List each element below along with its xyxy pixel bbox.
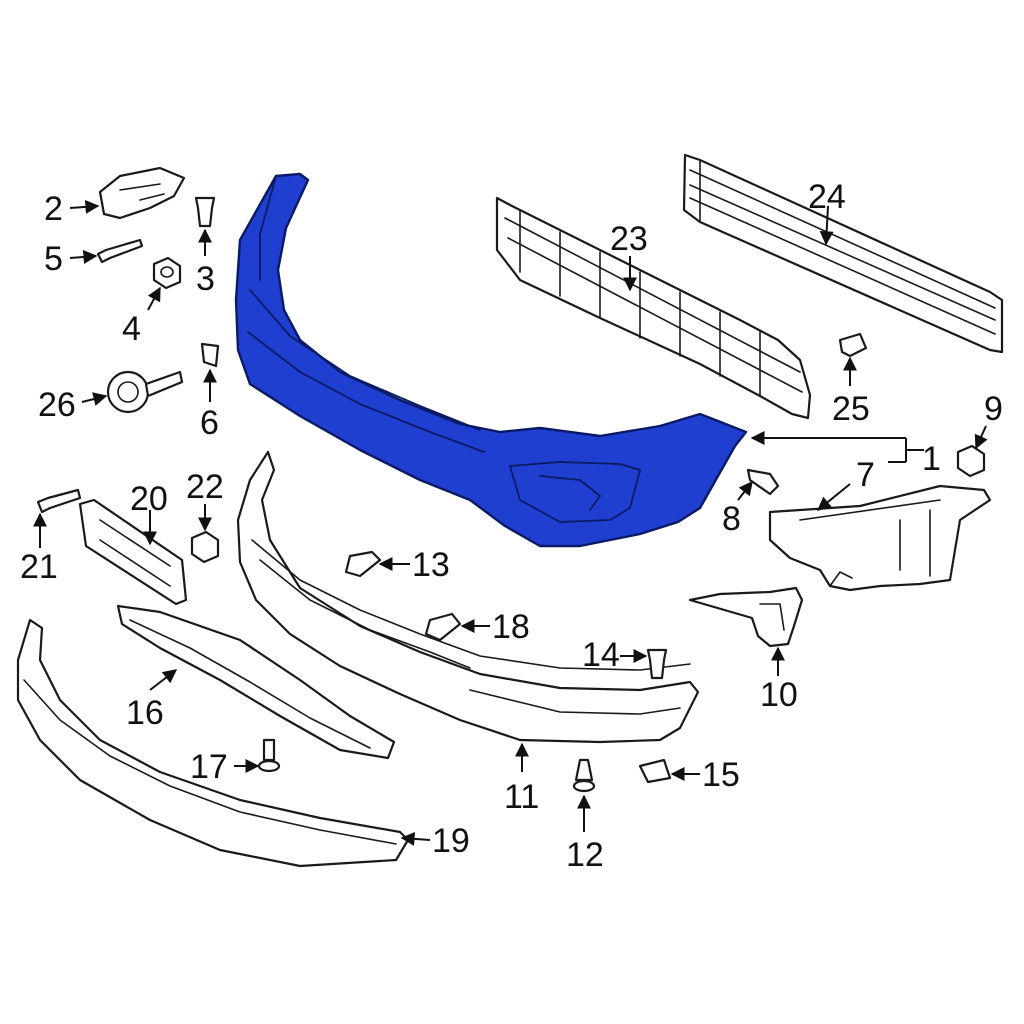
callout-4: 4 — [122, 310, 141, 348]
callout-10: 10 — [760, 676, 798, 714]
clip-13 — [344, 550, 382, 578]
clip-18 — [424, 612, 462, 642]
callout-24: 24 — [808, 178, 846, 216]
callout-20: 20 — [130, 480, 168, 518]
fastener-4 — [152, 256, 182, 290]
callout-1: 1 — [922, 440, 941, 478]
callout-21: 21 — [20, 548, 58, 586]
callout-13: 13 — [412, 546, 450, 584]
fastener-5 — [96, 238, 144, 264]
bumper-cover — [234, 172, 748, 548]
bolt-25 — [838, 332, 868, 358]
mount-bracket — [98, 166, 186, 220]
callout-18: 18 — [492, 608, 530, 646]
callout-16: 16 — [126, 694, 164, 732]
callout-2: 2 — [44, 190, 63, 228]
bolt-17 — [257, 738, 281, 773]
callout-6: 6 — [200, 404, 219, 442]
trim-strip — [116, 604, 396, 760]
clip-15 — [638, 758, 672, 784]
callout-5: 5 — [44, 240, 63, 278]
leader-lines — [33, 199, 988, 846]
callout-7: 7 — [856, 456, 875, 494]
callout-15: 15 — [702, 756, 740, 794]
callout-labels: 1 2 3 4 5 6 7 8 9 10 11 12 13 14 15 16 1… — [20, 178, 1003, 874]
bolt-21 — [36, 488, 82, 514]
callout-25: 25 — [832, 390, 870, 428]
callout-9: 9 — [984, 390, 1003, 428]
callout-12: 12 — [566, 836, 604, 874]
reinforcement-bar — [682, 153, 1004, 354]
callout-8: 8 — [722, 500, 741, 538]
fastener-3 — [194, 196, 216, 228]
bolt-12 — [572, 758, 596, 793]
callout-22: 22 — [186, 468, 224, 506]
callout-23: 23 — [610, 220, 648, 258]
callout-11: 11 — [504, 778, 539, 816]
lower-valance — [236, 450, 700, 744]
callout-26: 26 — [38, 386, 76, 424]
license-bracket — [78, 498, 188, 606]
callout-17: 17 — [190, 748, 228, 786]
bolt-8 — [746, 468, 780, 496]
screw-14 — [646, 648, 668, 680]
nut-22 — [190, 530, 220, 564]
nut-9 — [956, 444, 986, 478]
callout-14: 14 — [582, 636, 620, 674]
side-bracket — [768, 484, 992, 592]
callout-19: 19 — [432, 822, 470, 860]
energy-absorber — [495, 196, 812, 420]
fog-bracket — [688, 586, 804, 648]
tow-eye-26 — [106, 370, 184, 414]
callout-3: 3 — [196, 260, 215, 298]
fastener-6 — [200, 342, 220, 368]
